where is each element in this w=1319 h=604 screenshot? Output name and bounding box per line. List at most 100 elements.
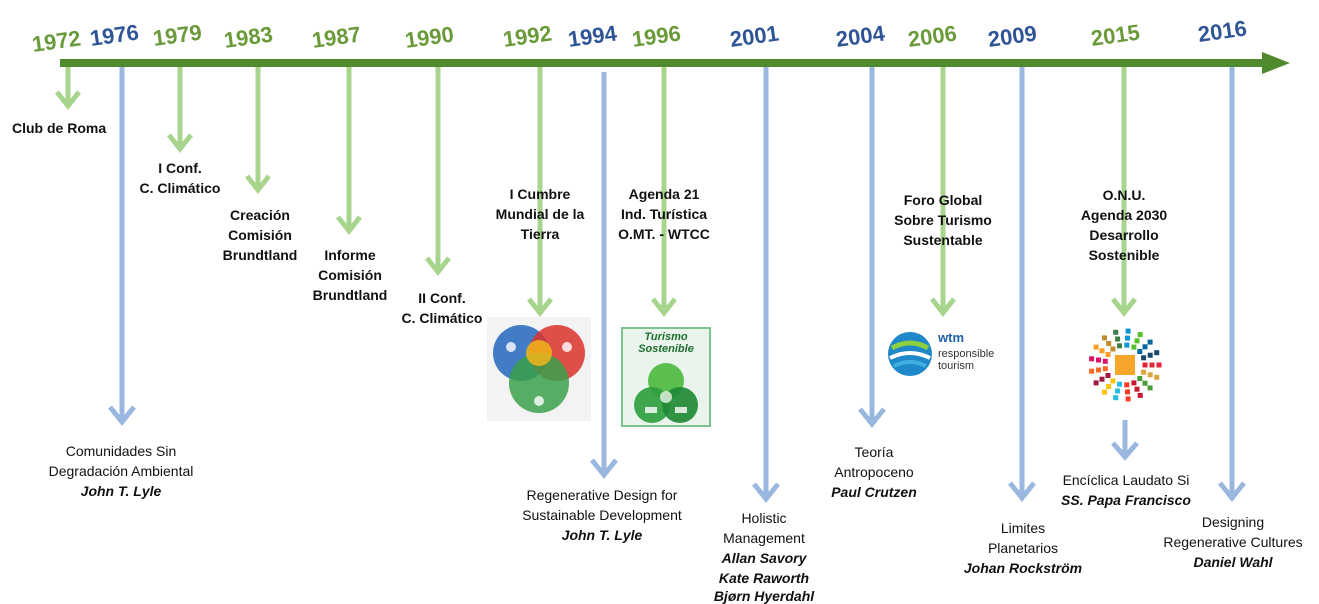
work-regenerative-design: Regenerative Design for Sustainable Deve… — [502, 485, 702, 545]
sdg-tile — [1137, 349, 1143, 354]
sdg-tile — [1134, 338, 1140, 344]
author-hyerdahl: Bjørn Hyerdahl — [713, 588, 815, 604]
sdg-tile — [1154, 350, 1160, 356]
work-holistic-management: Holistic Management Allan Savory Kate Ra… — [702, 508, 826, 604]
author-lyle-2: John T. Lyle — [561, 527, 643, 543]
turismo-venn-icon — [634, 363, 698, 423]
sdg-tile — [1131, 380, 1137, 386]
wtm-line-responsible: responsible — [938, 348, 995, 360]
sdg-tile — [1113, 395, 1119, 401]
event-conf1: I Conf. C. Climático — [139, 160, 221, 196]
sdg-wheel-icon — [1089, 328, 1162, 402]
sdg-tile — [1125, 389, 1130, 395]
sdg-tile — [1093, 380, 1099, 386]
sdg-tile — [1124, 382, 1130, 388]
sdg-tile — [1099, 348, 1105, 354]
sdg-tile — [1106, 341, 1112, 346]
arrow-1987 — [336, 67, 362, 236]
sdg-tile — [1147, 372, 1153, 378]
sustainability-venn-logo — [487, 317, 591, 421]
author-raworth: Kate Raworth — [718, 570, 810, 586]
timeline-axis — [60, 59, 1265, 67]
author-papa-francisco: SS. Papa Francisco — [1061, 492, 1191, 508]
sdg-tile — [1137, 376, 1143, 381]
arrow-2006 — [930, 67, 956, 318]
event-onu-agenda: O.N.U. Agenda 2030 Desarrollo Sostenible — [1080, 187, 1168, 263]
sdg-tile — [1093, 344, 1099, 350]
work-designing-cultures: Designing Regenerative Cultures Daniel W… — [1150, 512, 1316, 572]
sdg-tile — [1149, 362, 1155, 368]
sdg-tile — [1110, 378, 1116, 384]
arrow-1972 — [55, 67, 81, 111]
arrow-1983 — [245, 67, 271, 195]
sdg-tile — [1141, 355, 1147, 361]
sdg-tile — [1124, 342, 1130, 348]
sdg-tile — [1117, 343, 1122, 349]
sdg-tile — [1105, 373, 1111, 378]
venn-diagram-icon — [493, 325, 585, 413]
sdg-tile — [1113, 329, 1119, 335]
sdg-tile — [1105, 352, 1111, 357]
sdg-tile — [1125, 335, 1130, 341]
sdg-tile — [1089, 356, 1095, 362]
sdg-tile — [1147, 339, 1153, 345]
event-cumbre: I Cumbre Mundial de la Tierra — [495, 186, 585, 242]
work-comunidades: Comunidades Sin Degradación Ambiental Jo… — [26, 441, 216, 501]
wtm-line-tourism: tourism — [938, 360, 975, 372]
sdg-tile — [1110, 346, 1116, 352]
event-agenda21: Agenda 21 Ind. Turística O.MT. - WTCC — [618, 186, 710, 242]
sdg-tile — [1137, 392, 1143, 398]
arrow-1976 — [108, 67, 136, 427]
arrow-2009 — [1008, 67, 1036, 503]
arrow-2015 — [1111, 67, 1137, 318]
sdg-tile — [1142, 380, 1148, 386]
globe-icon — [888, 332, 932, 376]
author-savory: Allan Savory — [721, 550, 807, 566]
sdg-tile — [1099, 376, 1105, 382]
arrow-1996 — [651, 67, 677, 318]
sdg-tile — [1142, 344, 1148, 350]
sdg-tile — [1096, 367, 1101, 373]
sdg-wheel-logo — [1082, 322, 1168, 408]
sdg-tile — [1102, 335, 1107, 341]
author-crutzen: Paul Crutzen — [831, 484, 917, 500]
sdg-tile — [1117, 381, 1122, 387]
arrow-1994 — [590, 72, 618, 480]
sdg-tile — [1115, 336, 1121, 342]
work-enciclica: Encíclica Laudato Si SS. Papa Francisco — [1046, 470, 1206, 510]
sdg-tile — [1147, 352, 1153, 358]
event-conf2: II Conf. C. Climático — [401, 290, 483, 326]
arrow-1990 — [425, 67, 451, 277]
sdg-tile — [1137, 332, 1143, 338]
sdg-tile — [1154, 374, 1160, 380]
sdg-tile — [1142, 362, 1148, 368]
arrow-2001 — [752, 67, 780, 504]
wtm-responsible-tourism-logo: wtm responsible tourism — [884, 326, 1014, 388]
event-creacion: Creación Comisión Brundtland — [222, 207, 298, 263]
arrow-1979 — [167, 67, 193, 154]
arrow-2016 — [1218, 67, 1246, 503]
timeline-axis-head — [1262, 52, 1290, 74]
sdg-tile — [1156, 362, 1162, 368]
work-teoria-antropoceno: Teoría Antropoceno Paul Crutzen — [812, 442, 936, 502]
sdg-tile — [1089, 368, 1095, 374]
turismo-sostenible-title: Turismo Sostenible — [638, 331, 694, 355]
event-foro-global: Foro Global Sobre Turismo Sustentable — [894, 192, 992, 248]
sdg-tile — [1102, 389, 1107, 395]
sdg-tile — [1106, 384, 1112, 389]
turismo-sostenible-logo: Turismo Sostenible — [621, 327, 711, 427]
sdg-tile — [1115, 388, 1121, 394]
arrow-2004 — [858, 67, 886, 429]
sdg-tile — [1096, 357, 1101, 363]
event-informe: Informe Comisión Brundtland — [312, 247, 388, 303]
sdg-tile — [1125, 396, 1131, 402]
wtm-brand: wtm — [938, 330, 964, 345]
sdg-tile — [1102, 366, 1108, 372]
work-limites-planetarios: Limites Planetarios Johan Rockström — [958, 518, 1088, 578]
sdg-tile — [1131, 344, 1137, 350]
sdg-tile — [1134, 386, 1140, 392]
author-rockstrom: Johan Rockström — [963, 560, 1083, 576]
arrow-1992 — [527, 67, 553, 318]
